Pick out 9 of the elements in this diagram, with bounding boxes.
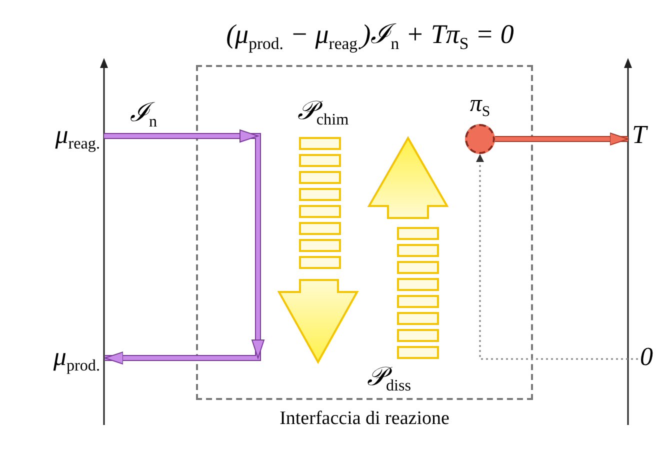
axis-value-label: T: [632, 120, 660, 150]
point-label: π$_{S}$: [470, 92, 490, 120]
equation: (μ$_{prod.}$ − μ$_{reag.}$)ℐ$_{n}$ + Tπ$_{S}$ = 0: [225, 18, 515, 54]
axis-value-label: 0: [640, 342, 660, 372]
axis-value-label: μ$_{reag.}$: [8, 120, 100, 150]
power-label: 𝒫$_{diss}$: [366, 364, 412, 395]
power-label: 𝒫$_{chim}$: [296, 98, 350, 129]
frame-caption: Interfaccia di reazione: [278, 408, 450, 430]
axis-value-label: μ$_{prod.}$: [4, 342, 100, 372]
